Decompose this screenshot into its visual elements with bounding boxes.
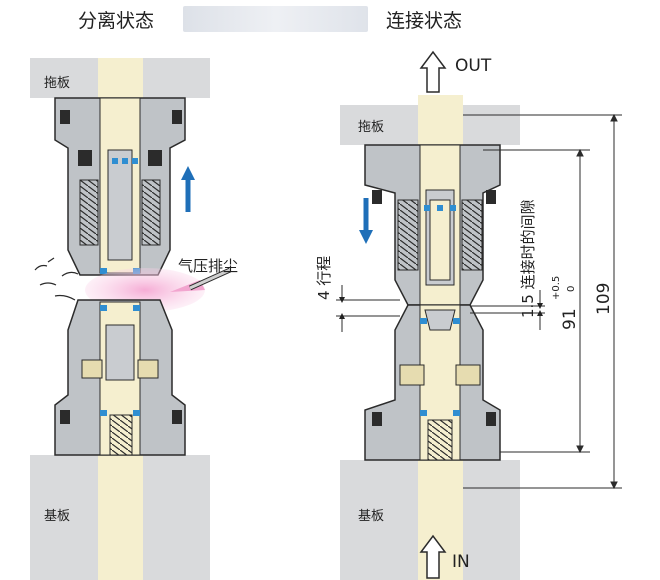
plate-label-top-left: 拖板	[44, 76, 71, 91]
connected-state-drawing	[336, 50, 622, 580]
seal-left-1	[112, 158, 118, 164]
dim-109-label: 109	[594, 282, 614, 315]
separated-state-drawing	[30, 58, 232, 580]
title-connected: 连接状态	[386, 10, 463, 32]
stroke-dimension	[336, 285, 400, 332]
dim-91	[483, 148, 590, 454]
dust-lines	[34, 257, 79, 301]
gap-dimension	[470, 290, 545, 330]
stroke-label: 4 行程	[315, 255, 333, 300]
gap-label: 1.5 连接时的间隙	[519, 199, 537, 318]
dim-91-tol-lower: 0	[566, 285, 577, 292]
air-purge-label: 气压排尘	[178, 257, 239, 275]
move-down-arrow	[359, 198, 373, 244]
plate-label-bottom-left: 基板	[44, 509, 71, 524]
move-up-arrow	[181, 166, 195, 212]
title-separated: 分离状态	[78, 10, 155, 32]
redacted-banner	[183, 6, 368, 32]
out-label: OUT	[455, 56, 492, 76]
plate-label-top-right: 拖板	[358, 120, 385, 135]
plate-label-bottom-right: 基板	[358, 509, 385, 524]
in-label: IN	[452, 552, 470, 572]
dim-109	[463, 113, 622, 490]
in-arrow	[419, 534, 447, 579]
out-arrow	[419, 50, 447, 93]
dim-91-tol-upper: +0.5	[551, 275, 562, 300]
dim-91-label: 91	[560, 308, 580, 330]
